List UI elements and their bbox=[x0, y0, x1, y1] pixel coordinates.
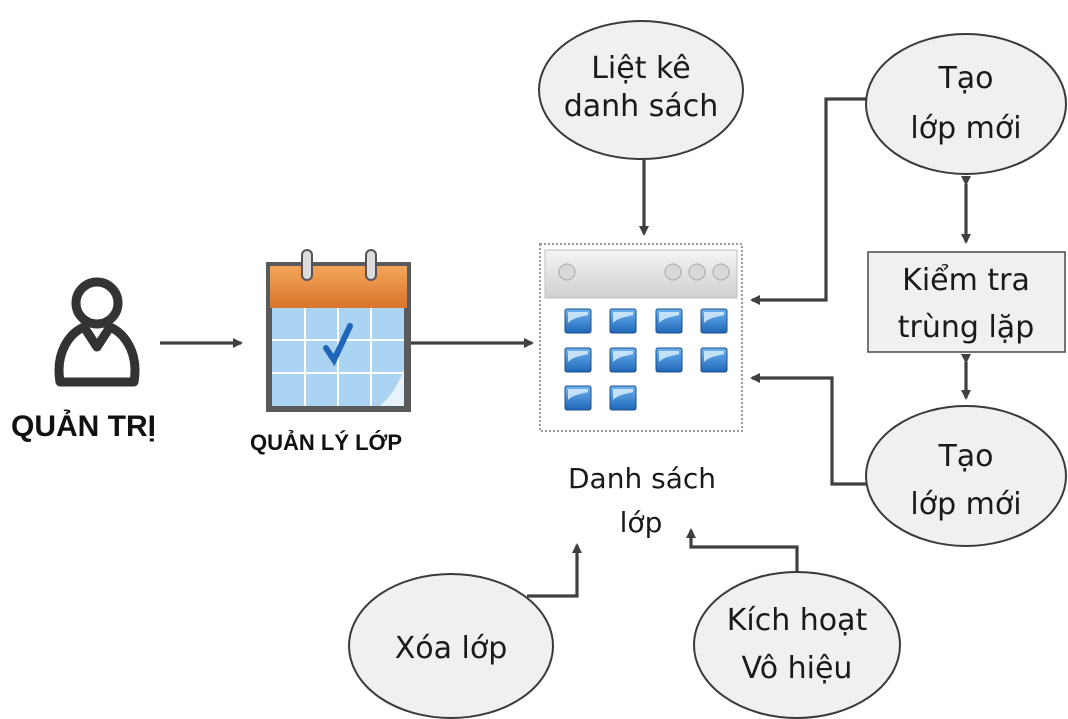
app-window-icon bbox=[539, 243, 743, 432]
node-check-line2: trùng lặp bbox=[898, 310, 1034, 345]
window-caption-line2: lớp bbox=[620, 506, 663, 539]
user-icon bbox=[54, 277, 140, 387]
arrow-create-top-to-window bbox=[750, 97, 866, 305]
node-create-top-ellipse: Tạo lớp mới bbox=[865, 33, 1067, 175]
node-create-top-line2: lớp mới bbox=[910, 111, 1021, 146]
window-tile-highlight bbox=[704, 312, 724, 323]
node-create-bottom-line2: lớp mới bbox=[910, 487, 1021, 522]
arrow-delete-to-caption bbox=[527, 543, 582, 598]
window-tile-highlight bbox=[704, 351, 724, 362]
node-activate-ellipse: Kích hoạt Vô hiệu bbox=[693, 571, 901, 719]
actor-label: QUẢN TRỊ bbox=[11, 409, 156, 443]
node-check-box: Kiểm tra trùng lặp bbox=[867, 251, 1066, 353]
arrow-create-bottom-to-window bbox=[750, 373, 866, 486]
node-delete-ellipse: Xóa lớp bbox=[348, 573, 554, 719]
node-activate-line1: Kích hoạt bbox=[727, 603, 868, 638]
window-tile-highlight bbox=[659, 312, 679, 323]
node-activate-line2: Vô hiệu bbox=[742, 651, 853, 686]
module-label: QUẢN LÝ LỚP bbox=[250, 430, 402, 455]
node-list-line2: danh sách bbox=[564, 89, 719, 124]
node-create-top-line1: Tạo bbox=[937, 61, 993, 96]
window-tile-highlight bbox=[568, 312, 588, 323]
node-list-ellipse: Liệt kê danh sách bbox=[538, 20, 744, 160]
node-delete-line1: Xóa lớp bbox=[395, 631, 508, 666]
window-tile-highlight bbox=[613, 389, 633, 400]
window-tile-highlight bbox=[613, 312, 633, 323]
node-check-line1: Kiểm tra bbox=[902, 262, 1030, 298]
node-create-bottom-ellipse: Tạo lớp mới bbox=[865, 405, 1067, 547]
arrow-activate-to-caption bbox=[686, 528, 799, 572]
window-caption-line1: Danh sách bbox=[568, 462, 716, 495]
window-tile-highlight bbox=[568, 351, 588, 362]
window-tile-highlight bbox=[659, 351, 679, 362]
node-create-bottom-line1: Tạo bbox=[937, 439, 993, 474]
window-tile-highlight bbox=[613, 351, 633, 362]
calendar-icon bbox=[266, 249, 411, 412]
node-list-line1: Liệt kê bbox=[591, 51, 691, 86]
window-tile-highlight bbox=[568, 389, 588, 400]
